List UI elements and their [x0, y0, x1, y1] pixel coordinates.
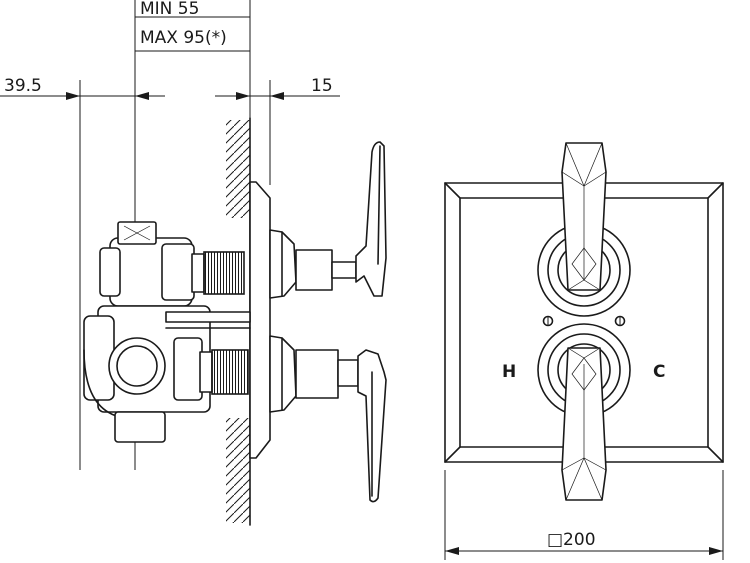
upper-spindle — [191, 251, 245, 295]
dimension-left: 39.5 — [0, 76, 165, 470]
max-depth-label: MAX 95(*) — [140, 28, 227, 48]
lower-spindle — [199, 349, 249, 395]
cover-plate-profile — [249, 181, 271, 459]
cold-label: C — [653, 362, 665, 382]
screw-right-icon — [614, 315, 626, 327]
lower-lever-front — [561, 347, 607, 501]
min-depth-label: MIN 55 — [140, 0, 199, 19]
dimension-bottom: □200 — [444, 470, 724, 560]
side-view — [83, 117, 387, 526]
wall-offset-label: 15 — [311, 76, 333, 96]
screw-left-icon — [542, 315, 554, 327]
plate-size-label: □200 — [547, 530, 596, 550]
upper-lever-front — [561, 142, 607, 291]
upper-handle-side — [269, 141, 387, 299]
dimension-wall: 15 — [215, 76, 340, 185]
hot-label: H — [502, 362, 516, 382]
lower-handle-side — [269, 335, 387, 503]
front-view: H C — [444, 142, 724, 501]
valve-body — [83, 221, 251, 443]
left-offset-label: 39.5 — [4, 76, 42, 96]
